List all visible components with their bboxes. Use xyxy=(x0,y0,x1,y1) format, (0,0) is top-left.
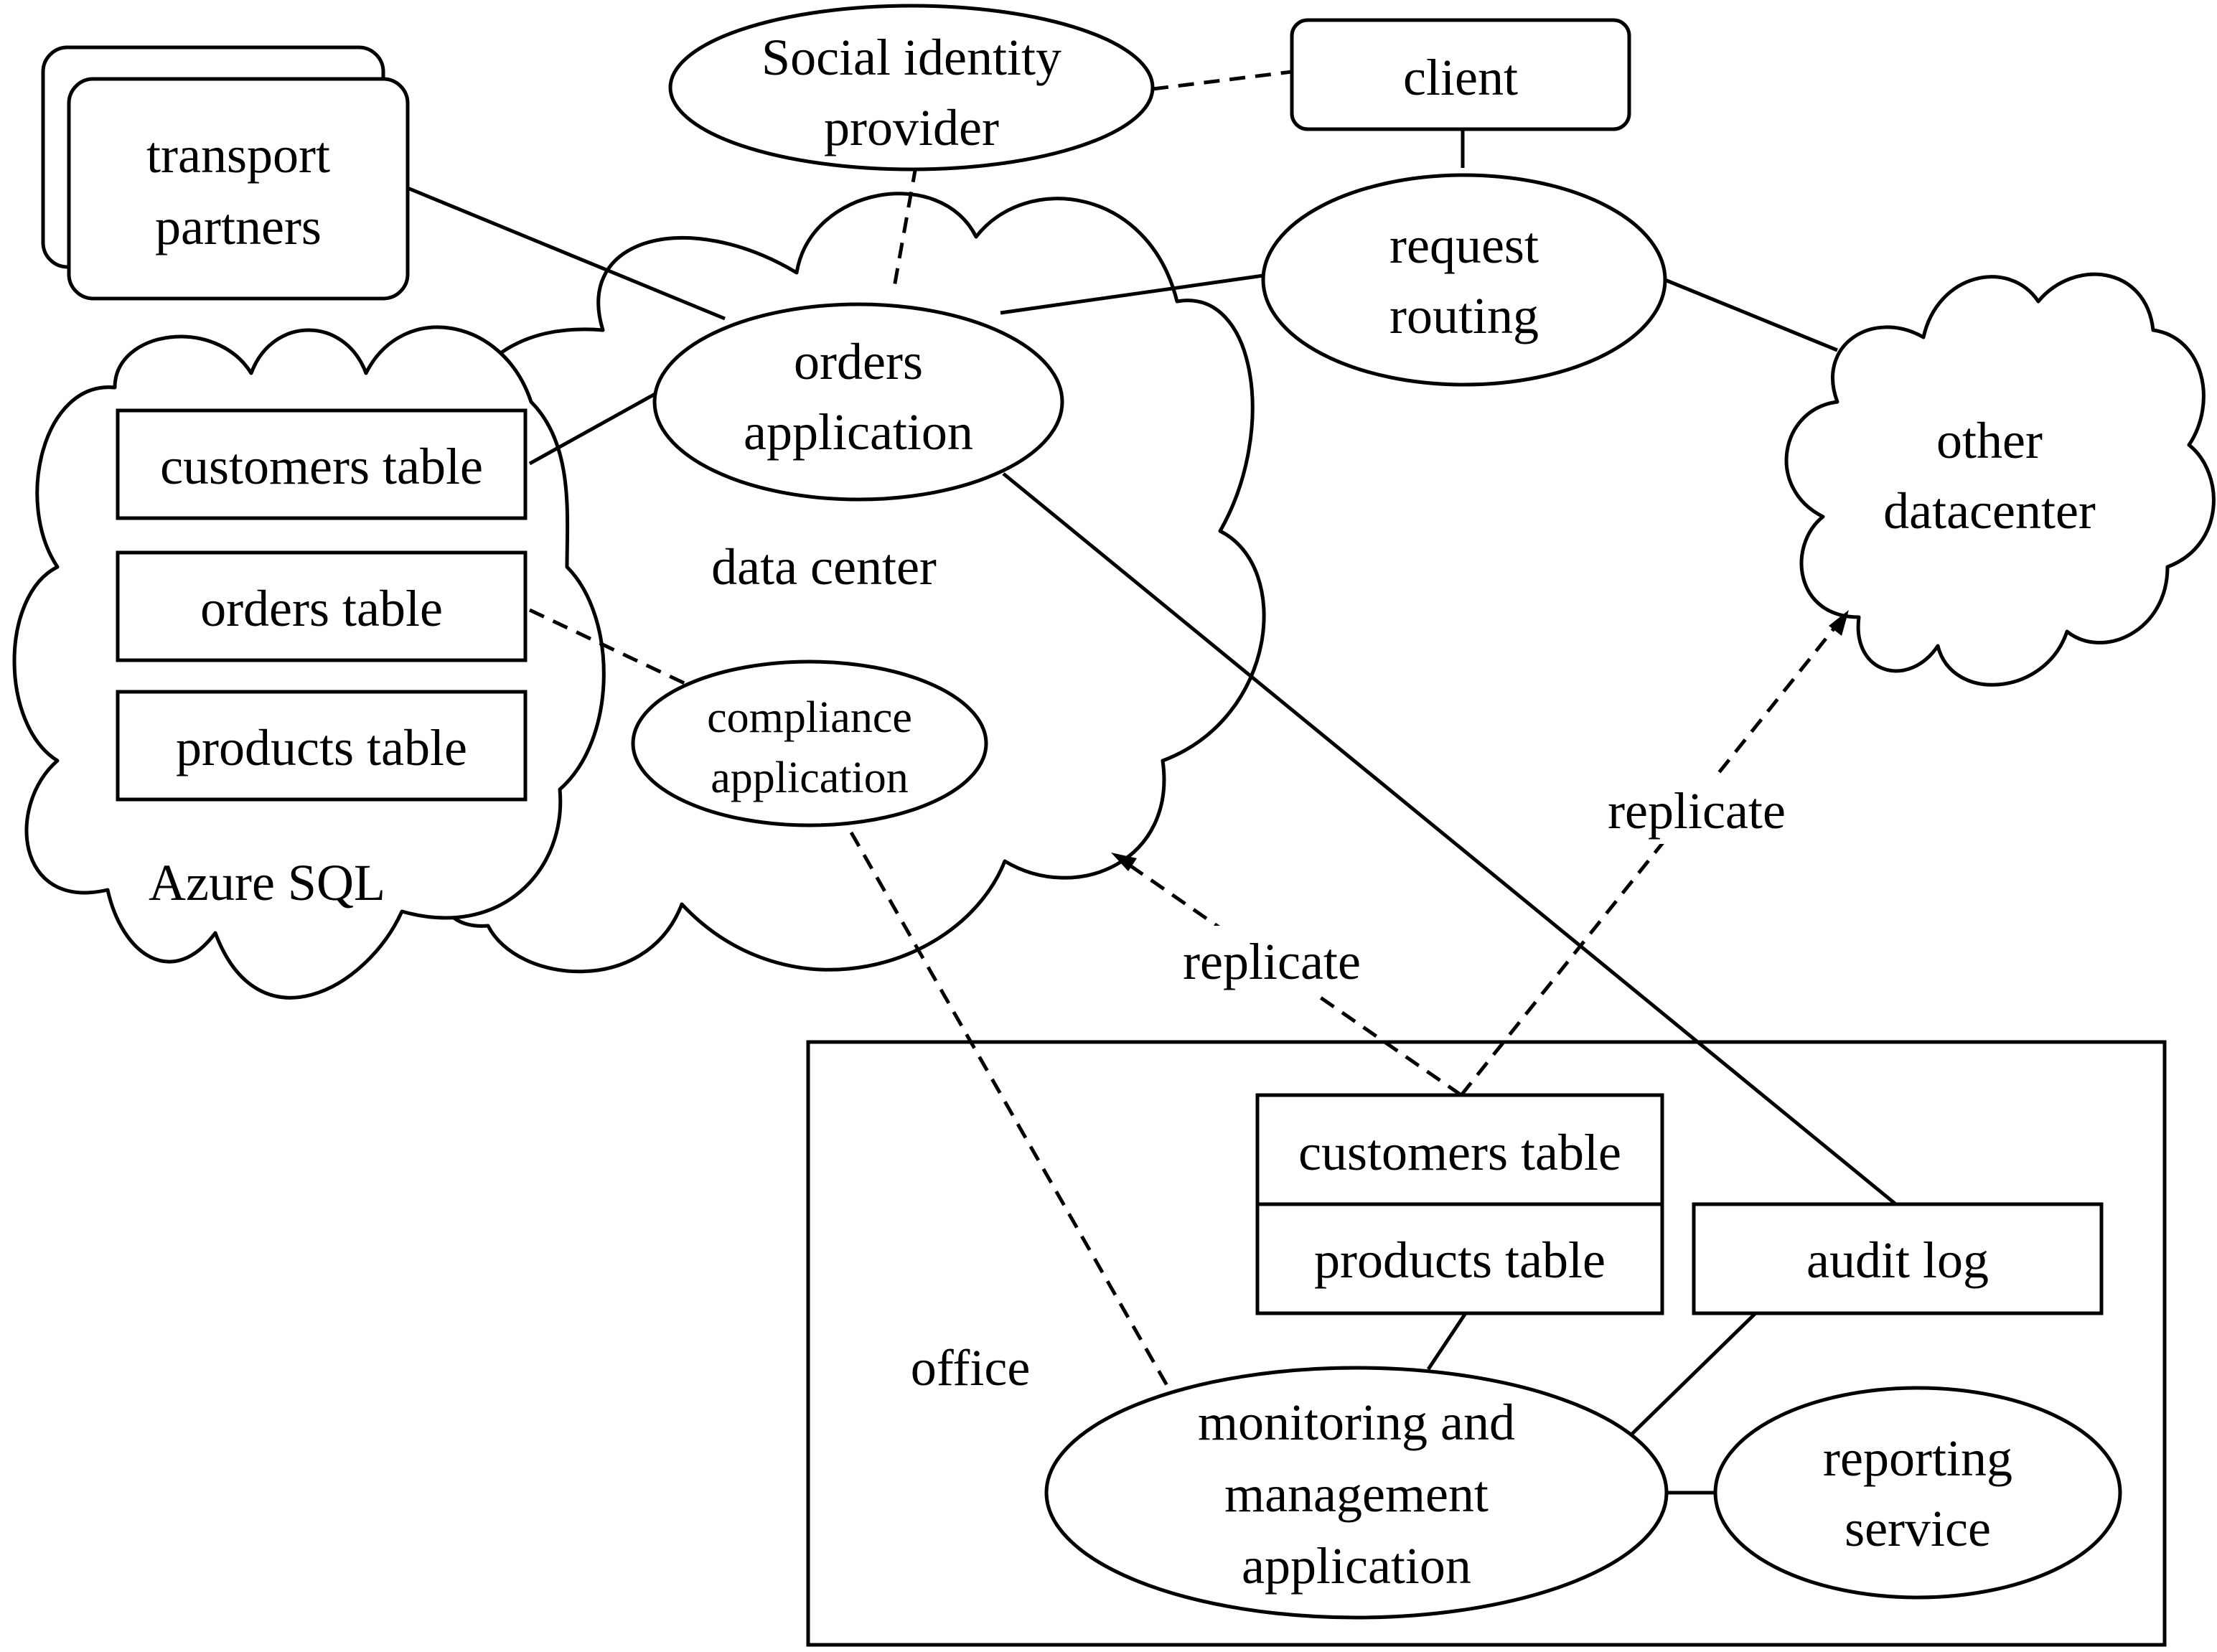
request-routing-label-1: request xyxy=(1389,217,1539,274)
client-box xyxy=(1290,18,1631,131)
arrowhead-replicate-datacenter xyxy=(1111,853,1137,871)
office-label: office xyxy=(911,1339,1031,1397)
edge-orders-routing xyxy=(1000,273,1264,315)
azure-customers-table-box xyxy=(116,408,528,520)
audit-log-label: audit log xyxy=(1806,1231,1989,1289)
audit-log-box xyxy=(1692,1202,2104,1315)
orders-application-label-1: orders xyxy=(794,333,923,390)
edge-replicate-other xyxy=(1460,616,1845,1097)
edge-customers-orders xyxy=(528,390,660,466)
client-label: client xyxy=(1403,49,1518,106)
social-identity-provider-label-1: Social identity xyxy=(761,29,1061,86)
request-routing-label-2: routing xyxy=(1389,287,1539,344)
office-products-table-label: products table xyxy=(1314,1231,1606,1289)
azure-customers-table-label: customers table xyxy=(160,438,483,495)
office-customers-table-box xyxy=(1255,1093,1664,1206)
other-datacenter-label-2: datacenter xyxy=(1883,482,2096,540)
reporting-service-ellipse xyxy=(1713,1386,2122,1600)
compliance-application-label-2: application xyxy=(711,754,908,802)
office-box xyxy=(806,1040,2167,1647)
social-identity-provider-label-2: provider xyxy=(824,99,999,156)
replicate-label-other: replicate xyxy=(1608,782,1786,840)
azure-orders-table-label: orders table xyxy=(200,580,443,637)
azure-sql-label: Azure SQL xyxy=(149,854,385,911)
edge-routing-other xyxy=(1664,278,1838,352)
edge-auditlog-monitoring xyxy=(1631,1312,1757,1435)
edge-social-orders xyxy=(892,166,918,288)
edge-social-client xyxy=(1152,70,1293,91)
monitoring-application-label-2: management xyxy=(1224,1465,1489,1523)
edge-officetables-monitoring xyxy=(1426,1312,1468,1371)
edge-orders-auditlog xyxy=(1002,472,1899,1207)
replicate-label-datacenter: replicate xyxy=(1183,933,1361,990)
orders-application-ellipse xyxy=(652,302,1064,502)
orders-application-label-2: application xyxy=(744,403,973,461)
request-routing-ellipse xyxy=(1261,173,1667,387)
compliance-application-ellipse xyxy=(631,660,988,827)
office-products-table-box xyxy=(1255,1202,1664,1315)
transport-partners-label-2: partners xyxy=(155,198,322,255)
monitoring-application-label-3: application xyxy=(1242,1537,1471,1595)
monitoring-application-label-1: monitoring and xyxy=(1198,1394,1515,1451)
monitoring-application-ellipse xyxy=(1044,1366,1669,1620)
replicate-label-bg-2 xyxy=(1586,775,1809,844)
other-datacenter-cloud xyxy=(1784,272,2216,687)
arrowhead-replicate-other xyxy=(1829,610,1849,636)
azure-products-table-label: products table xyxy=(176,719,467,776)
azure-products-table-box xyxy=(116,690,528,802)
edge-transport-orders xyxy=(407,186,726,321)
compliance-application-label-1: compliance xyxy=(707,693,912,742)
edge-compliance-monitoring xyxy=(849,831,1171,1389)
replicate-label-bg-1 xyxy=(1163,926,1385,995)
edge-orderstable-compliance xyxy=(528,608,692,688)
azure-orders-table-box xyxy=(116,550,528,662)
other-datacenter-label-1: other xyxy=(1936,412,2043,469)
transport-partners-label-1: transport xyxy=(146,126,330,184)
reporting-service-label-1: reporting xyxy=(1823,1430,2012,1487)
social-identity-provider-ellipse xyxy=(668,4,1155,172)
transport-partners-box xyxy=(67,77,410,301)
reporting-service-label-2: service xyxy=(1845,1500,1991,1557)
office-customers-table-label: customers table xyxy=(1298,1124,1621,1181)
data-center-label: data center xyxy=(711,538,937,596)
